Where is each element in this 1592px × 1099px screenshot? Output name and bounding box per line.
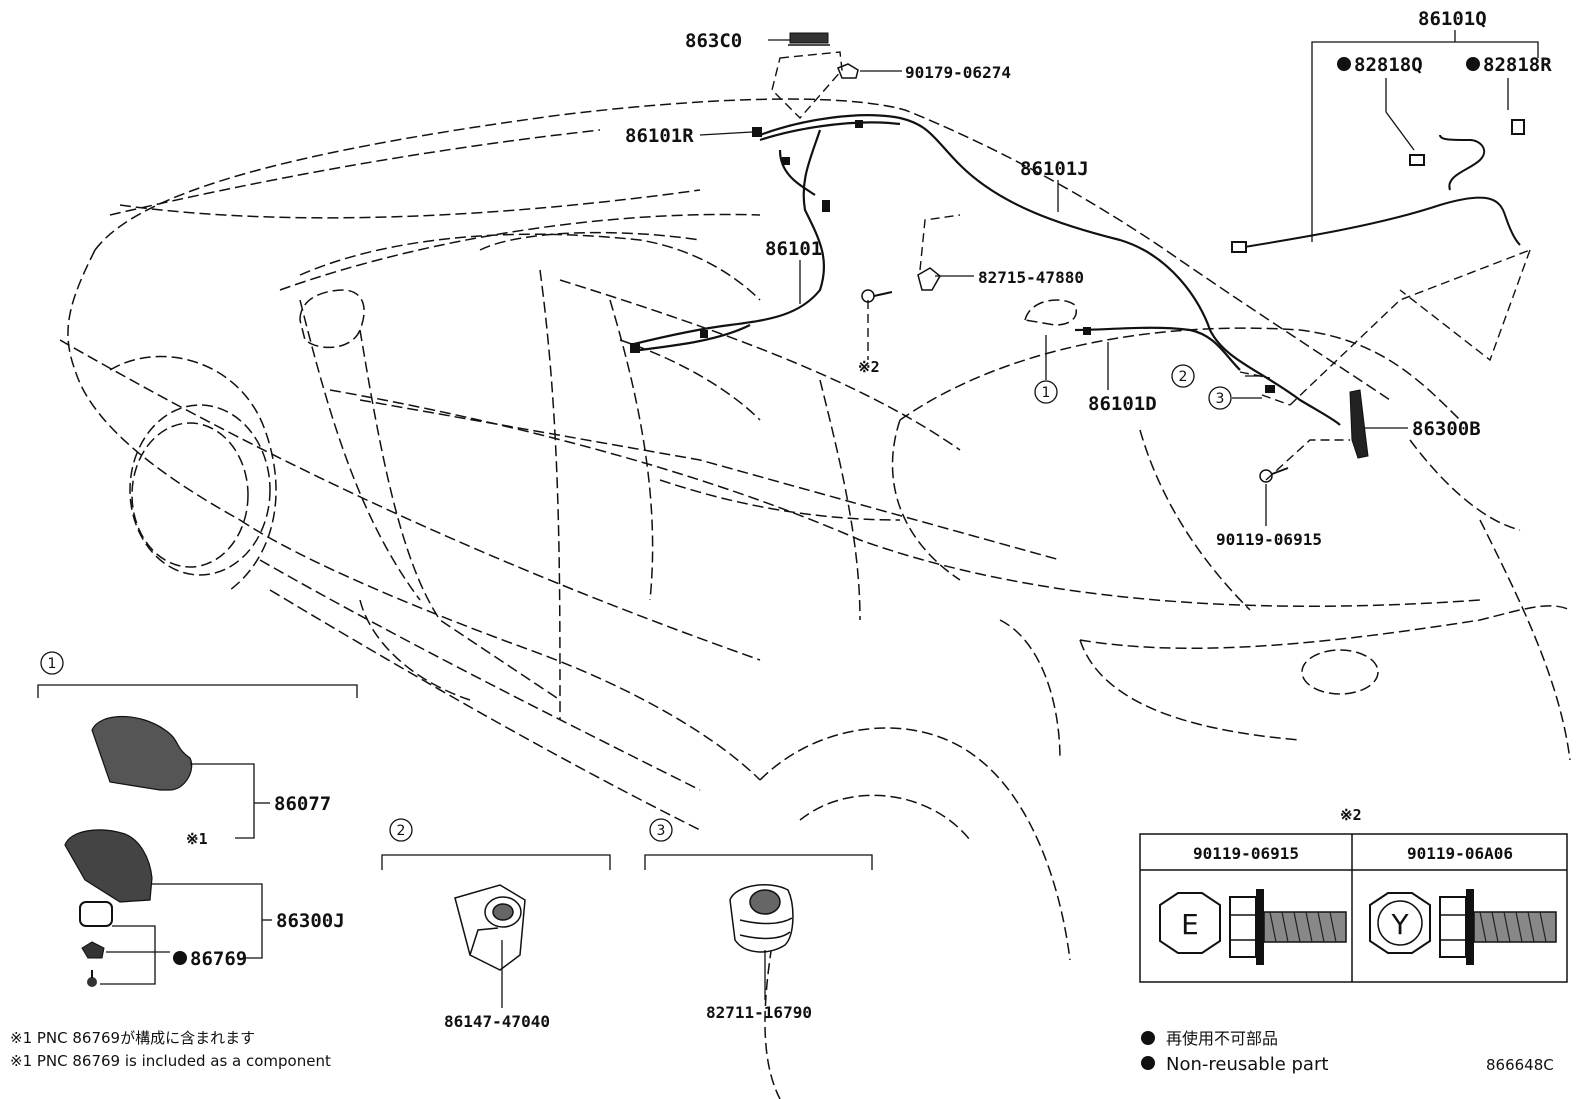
diagram-code: 866648C — [1486, 1056, 1554, 1074]
nut-90179-icon — [837, 63, 859, 79]
label-863c0: 863C0 — [685, 30, 742, 52]
label-mark2: ※2 — [858, 358, 880, 376]
label-86101r: 86101R — [625, 125, 694, 147]
inset-1-number: 1 — [48, 656, 57, 672]
non-reusable-dot-82818q — [1337, 57, 1351, 71]
bolt-reference-table: ※2 90119-06915 90119-06A06 E Y — [1139, 806, 1568, 983]
legend-en: Non-reusable part — [1166, 1054, 1328, 1075]
label-86769: 86769 — [190, 948, 247, 970]
inset-2-clamp: 2 86147-47040 — [381, 818, 611, 1031]
label-mark1: ※1 — [186, 830, 208, 848]
label-86077: 86077 — [274, 793, 331, 815]
ref-circle-2: 2 — [1171, 364, 1195, 388]
table-col2-header: 90119-06A06 — [1407, 844, 1513, 863]
legend-non-reusable: 再使用不可部品 Non-reusable part — [1141, 1029, 1328, 1075]
bolt-y-side-icon — [1439, 889, 1557, 965]
label-82711-16790: 82711-16790 — [706, 1003, 812, 1022]
bolt-e-head-icon: E — [1159, 892, 1221, 954]
footnote-jp: ※1 PNC 86769が構成に含まれます — [10, 1029, 255, 1047]
legend-jp: 再使用不可部品 — [1166, 1029, 1278, 1048]
nut-86769-icon — [81, 941, 105, 959]
label-86147-47040: 86147-47040 — [444, 1012, 550, 1031]
harness-connectors — [630, 120, 1275, 393]
inset-2-number: 2 — [397, 823, 406, 839]
svg-text:E: E — [1181, 908, 1199, 941]
part-86101q-harness — [1231, 119, 1525, 253]
svg-text:2: 2 — [1179, 369, 1188, 385]
bolt-e-side-icon — [1229, 889, 1347, 965]
label-86101d: 86101D — [1088, 393, 1157, 415]
label-86101j: 86101J — [1020, 158, 1089, 180]
bolt-90119-icon — [1259, 467, 1289, 483]
footnote-en: ※1 PNC 86769 is included as a component — [10, 1052, 331, 1070]
non-reusable-dot-82818r — [1466, 57, 1480, 71]
table-mark2: ※2 — [1340, 806, 1362, 824]
wire-harness-main — [629, 114, 1341, 426]
clip-82715-icon — [917, 267, 941, 291]
label-86101: 86101 — [765, 238, 822, 260]
part-86300b-amplifier — [1349, 389, 1369, 459]
clip-82711-icon — [729, 884, 794, 953]
label-90119-06915: 90119-06915 — [1216, 530, 1322, 549]
inset-1-antenna: 1 86077 ※1 86300J 86769 — [37, 651, 358, 987]
callout-labels: 863C0 90179-06274 86101R 86101J 86101 82… — [625, 8, 1552, 549]
label-82818q: 82818Q — [1354, 54, 1423, 76]
inset-3-clip: 3 82711-16790 — [644, 818, 873, 1022]
inset-3-number: 3 — [657, 823, 666, 839]
antenna-base-icon — [64, 829, 153, 903]
gasket-icon — [79, 901, 113, 927]
leader-lines — [699, 30, 1539, 526]
label-82715-47880: 82715-47880 — [978, 268, 1084, 287]
shark-fin-antenna-icon — [91, 715, 193, 791]
footnotes: ※1 PNC 86769が構成に含まれます ※1 PNC 86769 is in… — [10, 1029, 331, 1070]
bolt-mark2-icon — [861, 289, 893, 303]
svg-text:3: 3 — [1216, 391, 1225, 407]
table-col1-header: 90119-06915 — [1193, 844, 1299, 863]
ref-circle-1: 1 — [1034, 380, 1058, 404]
detail-leaders-dashed — [771, 51, 1531, 481]
ref-circle-3: 3 — [1208, 386, 1232, 410]
label-90179-06274: 90179-06274 — [905, 63, 1011, 82]
label-86300j: 86300J — [276, 910, 345, 932]
label-86300b: 86300B — [1412, 418, 1481, 440]
svg-text:Y: Y — [1390, 908, 1409, 941]
bolt-y-head-icon: Y — [1369, 892, 1431, 954]
clamp-86147-icon — [454, 884, 526, 971]
part-863c0-module — [788, 32, 830, 46]
svg-text:1: 1 — [1042, 385, 1051, 401]
label-82818r: 82818R — [1483, 54, 1552, 76]
screw-icon — [87, 970, 97, 987]
label-86101q: 86101Q — [1418, 8, 1487, 30]
